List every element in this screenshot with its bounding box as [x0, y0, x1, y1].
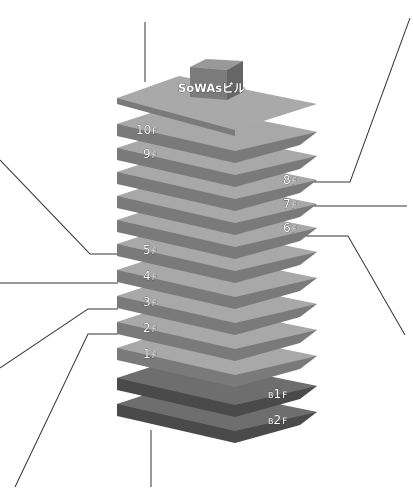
- floor-number: 8: [283, 173, 291, 187]
- floor-suffix: F: [292, 225, 297, 235]
- floor-label-2f: 2F: [143, 321, 157, 335]
- roof-slab: [117, 76, 317, 130]
- floor-number: 2: [274, 413, 282, 427]
- floor-label-7f: 7F: [283, 197, 297, 211]
- floor-number: 2: [143, 321, 151, 335]
- building-title: SoWAsビル: [178, 81, 246, 95]
- floor-number: 9: [143, 147, 151, 161]
- leader-lines: [0, 17, 411, 488]
- floor-suffix: F: [152, 273, 157, 283]
- floor-prefix: B: [268, 417, 274, 426]
- floor-number: 10: [136, 123, 151, 137]
- floor-suffix: F: [152, 127, 157, 137]
- leader-line-2f: [14, 333, 118, 488]
- penthouse-side: [227, 61, 243, 100]
- floor-suffix: F: [152, 351, 157, 361]
- floor-suffix: F: [292, 201, 297, 211]
- floor-suffix: F: [152, 299, 157, 309]
- floor-suffix: F: [152, 325, 157, 335]
- floor-number: 1: [274, 387, 282, 401]
- floor-label-b2f: B2F: [268, 413, 287, 427]
- floor-suffix: F: [292, 177, 297, 187]
- floor-suffix: F: [152, 247, 157, 257]
- floor-label-5f: 5F: [143, 243, 157, 257]
- floor-number: 4: [143, 269, 151, 283]
- floor-label-1f: 1F: [143, 347, 157, 361]
- floor-suffix: F: [282, 417, 287, 427]
- floor-number: 6: [283, 221, 291, 235]
- leader-line-5f: [0, 159, 133, 255]
- leader-line-8f: [302, 17, 411, 183]
- floor-suffix: F: [282, 391, 287, 401]
- floor-label-3f: 3F: [143, 295, 157, 309]
- floor-number: 7: [283, 197, 291, 211]
- penthouse-front: [190, 67, 227, 100]
- floor-number: 3: [143, 295, 151, 309]
- floor-label-10f: 10F: [136, 123, 157, 137]
- floor-prefix: B: [268, 391, 274, 400]
- roof-edge: [117, 98, 235, 136]
- leader-line-3f: [0, 308, 118, 369]
- floor-label-6f: 6F: [283, 221, 297, 235]
- penthouse-top: [190, 59, 243, 70]
- leader-line-6f: [300, 235, 406, 336]
- floor-label-b1f: B1F: [268, 387, 287, 401]
- floor-number: 1: [143, 347, 151, 361]
- floor-label-8f: 8F: [283, 173, 297, 187]
- floor-number: 5: [143, 243, 151, 257]
- roof: SoWAsビル: [117, 59, 317, 136]
- floor-label-9f: 9F: [143, 147, 157, 161]
- floor-label-4f: 4F: [143, 269, 157, 283]
- floor-suffix: F: [152, 151, 157, 161]
